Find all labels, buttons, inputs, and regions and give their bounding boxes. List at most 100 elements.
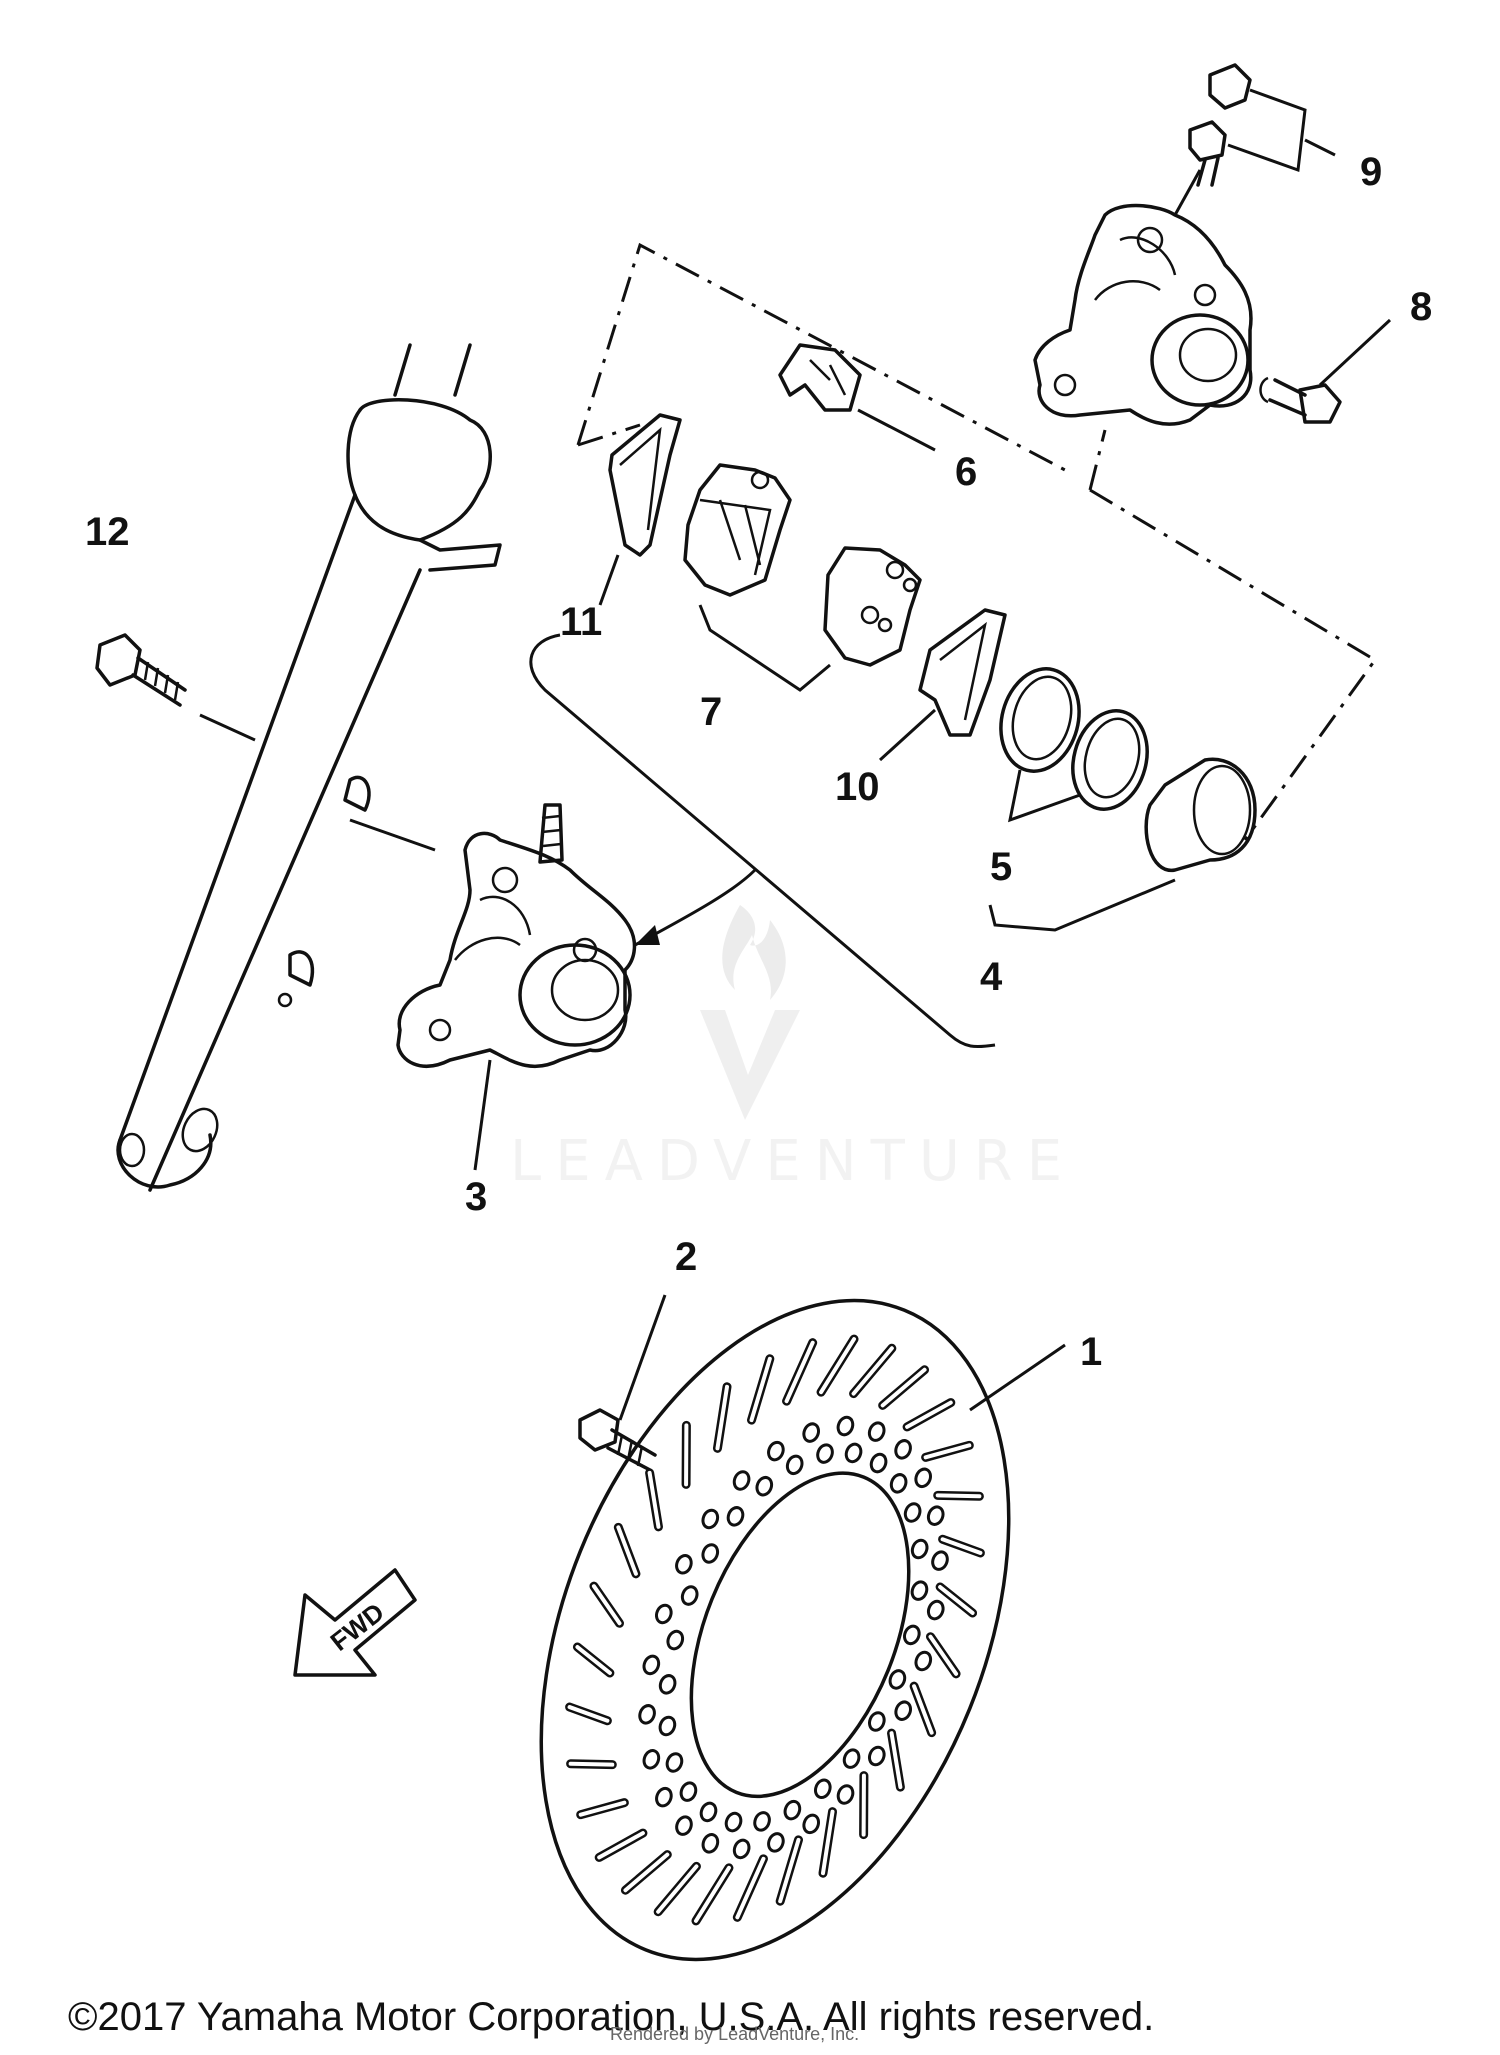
watermark-text: LEADVENTURE (510, 1129, 1076, 1194)
disc-drill-hole (903, 1624, 921, 1646)
part-12-bolt (95, 633, 256, 742)
callout-4: 4 (980, 955, 1003, 999)
callout-12: 12 (85, 510, 130, 554)
disc-vent-slot-inner (820, 1809, 835, 1876)
part-5-seals (999, 667, 1149, 823)
disc-drill-hole (867, 1745, 886, 1767)
disc-drill-hole (642, 1654, 661, 1676)
disc-drill-hole (732, 1838, 751, 1860)
part-3-caliper (349, 803, 637, 1069)
disc-drill-hole (816, 1443, 834, 1464)
callout-3: 3 (465, 1175, 487, 1219)
exploded-group-bracket (529, 633, 996, 1049)
disc-vent-slot-inner (940, 1537, 983, 1555)
disc-vent-slot-inner (591, 1584, 622, 1626)
disc-drill-hole (701, 1508, 720, 1530)
disc-drill-hole (724, 1811, 743, 1833)
disc-vent-slot-inner (905, 1400, 953, 1429)
disc-drill-hole (679, 1781, 698, 1802)
disc-vent-slot-inner (735, 1856, 766, 1920)
fwd-arrow: FWD (293, 1568, 417, 1677)
disc-vent-slot-inner (889, 1731, 903, 1790)
disc-drill-hole (755, 1475, 774, 1497)
disc-drill-hole (869, 1452, 888, 1474)
disc-vent-slot-inner (861, 1773, 866, 1837)
disc-drill-hole (666, 1629, 685, 1651)
disc-vent-slot-inner (819, 1337, 857, 1395)
disc-vent-slot-inner (912, 1684, 934, 1735)
disc-drill-hole (638, 1704, 656, 1725)
callout-1: 1 (1080, 1330, 1102, 1374)
disc-drill-hole (813, 1778, 832, 1800)
disc-drill-hole (732, 1470, 751, 1491)
disc-drill-hole (753, 1811, 771, 1832)
rendered-by-text: Rendered by LeadVenture, Inc. (610, 2024, 859, 2044)
fork-tube (116, 343, 502, 1192)
leadventure-watermark: LEADVENTURE (510, 905, 1076, 1194)
disc-drill-hole (894, 1700, 913, 1721)
disc-drill-hole (894, 1439, 912, 1460)
callout-3-leader (473, 1059, 492, 1171)
part-11-shim (598, 413, 682, 606)
disc-vent-slot-inner (647, 1470, 661, 1529)
disc-drill-hole (680, 1585, 699, 1606)
disc-drill-hole (914, 1467, 933, 1489)
disc-drill-hole (726, 1506, 745, 1527)
part-7-pad-a (683, 463, 792, 597)
copyright-text: ©2017 Yamaha Motor Corporation, U.S.A. A… (68, 1995, 1154, 2039)
disc-drill-hole (701, 1543, 720, 1564)
disc-drill-hole (931, 1550, 949, 1571)
part-7-pad-b (698, 546, 922, 692)
disc-vent-slot-inner (616, 1525, 638, 1576)
part-2-bolt (578, 1294, 667, 1472)
part-9-bleeder (1188, 63, 1336, 187)
callout-7: 7 (700, 690, 722, 734)
disc-vent-slot-inner (923, 1443, 972, 1460)
disc-vent-slot-inner (851, 1346, 894, 1396)
disc-drill-hole (903, 1502, 922, 1523)
disc-drill-hole (654, 1603, 673, 1625)
disc-drill-hole (675, 1815, 693, 1836)
disc-vent-slot-inner (623, 1852, 670, 1893)
disc-drill-hole (842, 1748, 861, 1769)
disc-drill-hole (642, 1749, 661, 1770)
disc-drill-hole (658, 1715, 677, 1737)
callout-2: 2 (675, 1235, 697, 1279)
disc-drill-hole (802, 1422, 821, 1443)
disc-drill-hole (926, 1599, 945, 1621)
disc-drill-hole (868, 1711, 886, 1732)
disc-drill-hole (926, 1505, 945, 1526)
disc-drill-hole (836, 1415, 855, 1437)
disc-drill-hole (867, 1421, 886, 1442)
disc-vent-slot-inner (656, 1864, 699, 1914)
callout-1-leader (969, 1343, 1066, 1412)
disc-vent-slot-inner (749, 1356, 772, 1423)
disc-vent-slot-inner (597, 1831, 645, 1860)
disc-drill-hole (802, 1813, 821, 1835)
disc-vent-slot-inner (575, 1645, 612, 1675)
callout-9: 9 (1360, 150, 1382, 194)
disc-vent-slot-inner (784, 1340, 815, 1404)
disc-drill-hole (658, 1674, 677, 1695)
disc-drill-hole (889, 1473, 908, 1494)
assembly-lines (576, 242, 1378, 841)
disc-vent-slot-inner (935, 1493, 982, 1499)
disc-vent-slot-inner (938, 1585, 975, 1615)
disc-drill-hole (888, 1669, 907, 1690)
disc-vent-slot-inner (684, 1423, 689, 1487)
disc-vent-slot-inner (568, 1761, 615, 1767)
disc-drill-hole (675, 1554, 693, 1575)
callout-8: 8 (1410, 285, 1432, 329)
disc-vent-slot-inner (715, 1384, 730, 1451)
disc-vent-slot-inner (567, 1705, 610, 1723)
disc-drill-hole (767, 1440, 785, 1462)
part-10-shim (878, 608, 1007, 762)
disc-drill-hole (785, 1454, 804, 1476)
disc-drill-hole (910, 1538, 929, 1560)
disc-vent-slot-inner (880, 1367, 927, 1408)
disc-drill-hole (767, 1832, 785, 1853)
part-1-brake-disc (539, 1298, 1011, 1962)
disc-vent-slot-inner (693, 1865, 731, 1923)
disc-drill-hole (665, 1752, 684, 1773)
